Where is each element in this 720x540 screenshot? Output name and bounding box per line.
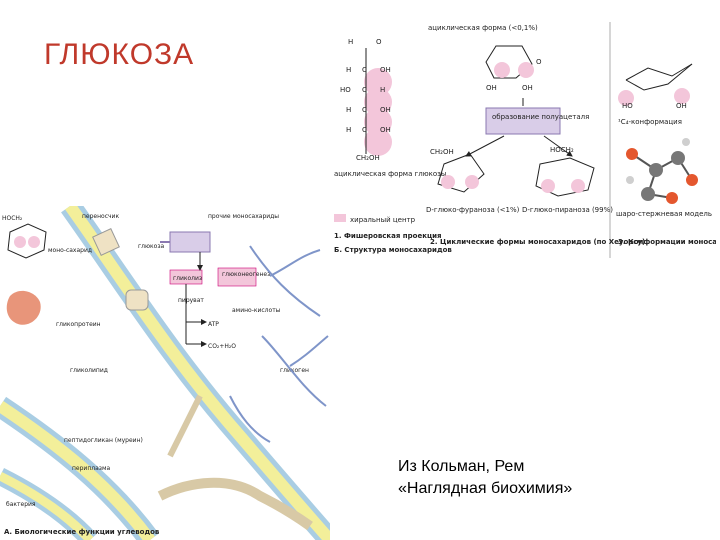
citation-line-2: «Наглядная биохимия» (398, 480, 573, 497)
fischer-r3-c: C (362, 106, 367, 114)
label-glycolysis: гликолиз (173, 275, 202, 282)
label-atp: ATP (208, 321, 219, 328)
furanose-ch2oh: CH₂OH (430, 148, 454, 156)
acyclic-form-label: ациклическая форма (<0,1%) (428, 24, 538, 32)
label-glycogen: гликоген (280, 367, 309, 374)
fischer-r4-h: H (346, 126, 351, 134)
transporter-protein (92, 228, 120, 256)
chair-ho: HO (622, 102, 633, 110)
fischer-acyclic-caption: ациклическая форма глюкозы (334, 170, 446, 178)
label-glycolipid: гликолипид (70, 367, 108, 374)
fischer-r3-h: H (346, 106, 351, 114)
fischer-r3-oh: OH (380, 106, 391, 114)
glucose-ring-icon: HOCH₂ (2, 215, 47, 259)
fischer-top-o: O (376, 38, 382, 46)
glycogen-branches (229, 245, 329, 443)
pyranose-structure: HOCH₂ D-глюко-пираноза (99%) (522, 146, 613, 214)
section1-label: 1. Фишеровская проекция (334, 232, 442, 240)
label-pyruvate: пируват (178, 297, 204, 304)
fischer-r2-ho: HO (340, 86, 351, 94)
acyclic-form: ациклическая форма (<0,1%) OH OH O (428, 24, 542, 92)
furanose-label: D-глюко-фураноза (<1%) (426, 206, 520, 214)
receptor-protein (125, 289, 149, 311)
label-monosaccharide: моно-сахарид (48, 247, 92, 254)
fischer-r2-c: C (362, 86, 367, 94)
label-peptidoglycan: пептидогликан (муреин) (64, 437, 143, 444)
gluconeogenesis-box (217, 267, 257, 287)
label-co2-h2o: CO₂+H₂O (208, 343, 236, 350)
citation: Из Кольман, Рем «Наглядная биохимия» (398, 456, 572, 500)
figure-monosaccharide-structures: H O H C OH HO C H H C OH H C OH CH₂OH ац… (326, 18, 716, 268)
furanose-structure: CH₂OH D-глюко-фураноза (<1%) (426, 148, 520, 214)
metabolism-box (169, 231, 211, 253)
glycoprotein-blob (6, 290, 41, 325)
chair-conformation: HO OH ¹C₄-конформация (609, 22, 693, 258)
citation-line-1: Из Кольман, Рем (398, 458, 525, 475)
section3-label: 3. Конформации моносахаридов (618, 238, 716, 246)
fischer-r1-oh: OH (380, 66, 391, 74)
fischer-r4-c: C (362, 126, 367, 134)
cell-membranes (0, 206, 330, 540)
figure-biological-functions: HOCH₂ моно-сахарид переносчик прочие мон… (0, 206, 330, 540)
chair-oh: OH (676, 102, 687, 110)
label-gluconeogenesis: глюконеогенез (222, 271, 270, 278)
pyranose-label: D-глюко-пираноза (99%) (522, 206, 613, 214)
fischer-r1-h: H (346, 66, 351, 74)
fischer-projection: H O H C OH HO C H H C OH H C OH CH₂OH ац… (334, 38, 446, 178)
label-glycoprotein: гликопротеин (56, 321, 101, 328)
section-b-label: Б. Структура моносахаридов (334, 246, 452, 254)
hemiacetal-label: образование полуацеталя (492, 113, 589, 121)
caption-a: А. Биологические функции углеводов (4, 528, 160, 536)
acyclic-o: O (536, 58, 542, 66)
label-bacterium: бактерия (6, 501, 36, 508)
acyclic-oh-1: OH (486, 84, 497, 92)
acyclic-oh-2: OH (522, 84, 533, 92)
hemiacetal-box: образование полуацеталя (465, 98, 589, 157)
ball-stick-model: шаро-стержневая модель (616, 138, 712, 218)
label-amino-acids: амино-кислоты (232, 307, 281, 314)
bacterium-flagellum (157, 477, 313, 531)
label-periplasm: периплазма (72, 465, 110, 472)
functions-svg: HOCH₂ моно-сахарид переносчик прочие мон… (0, 206, 330, 540)
ballstick-label: шаро-стержневая модель (616, 210, 712, 218)
label-glucose: глюкоза (138, 243, 165, 250)
fischer-r1-c: C (362, 66, 367, 74)
chiral-legend: хиральный центр (350, 216, 416, 224)
slide-title: ГЛЮКОЗА (44, 38, 195, 71)
chair-conformation-label: ¹C₄-конформация (618, 118, 682, 126)
fischer-r2-h: H (380, 86, 385, 94)
fischer-bottom-ch2oh: CH₂OH (356, 154, 380, 162)
label-transporter: переносчик (82, 213, 119, 220)
section2-label: 2. Циклические формы моносахаридов (по Х… (430, 238, 645, 246)
fischer-r4-oh: OH (380, 126, 391, 134)
structures-svg: H O H C OH HO C H H C OH H C OH CH₂OH ац… (334, 22, 716, 258)
label-other-monosaccharides: прочие моносахариды (208, 213, 279, 220)
glucose-ch2oh: HOCH₂ (2, 215, 23, 222)
fischer-top-h: H (348, 38, 353, 46)
bacterium-tail (167, 394, 203, 458)
pyranose-hoch2: HOCH₂ (550, 146, 574, 154)
chiral-swatch (334, 214, 346, 222)
